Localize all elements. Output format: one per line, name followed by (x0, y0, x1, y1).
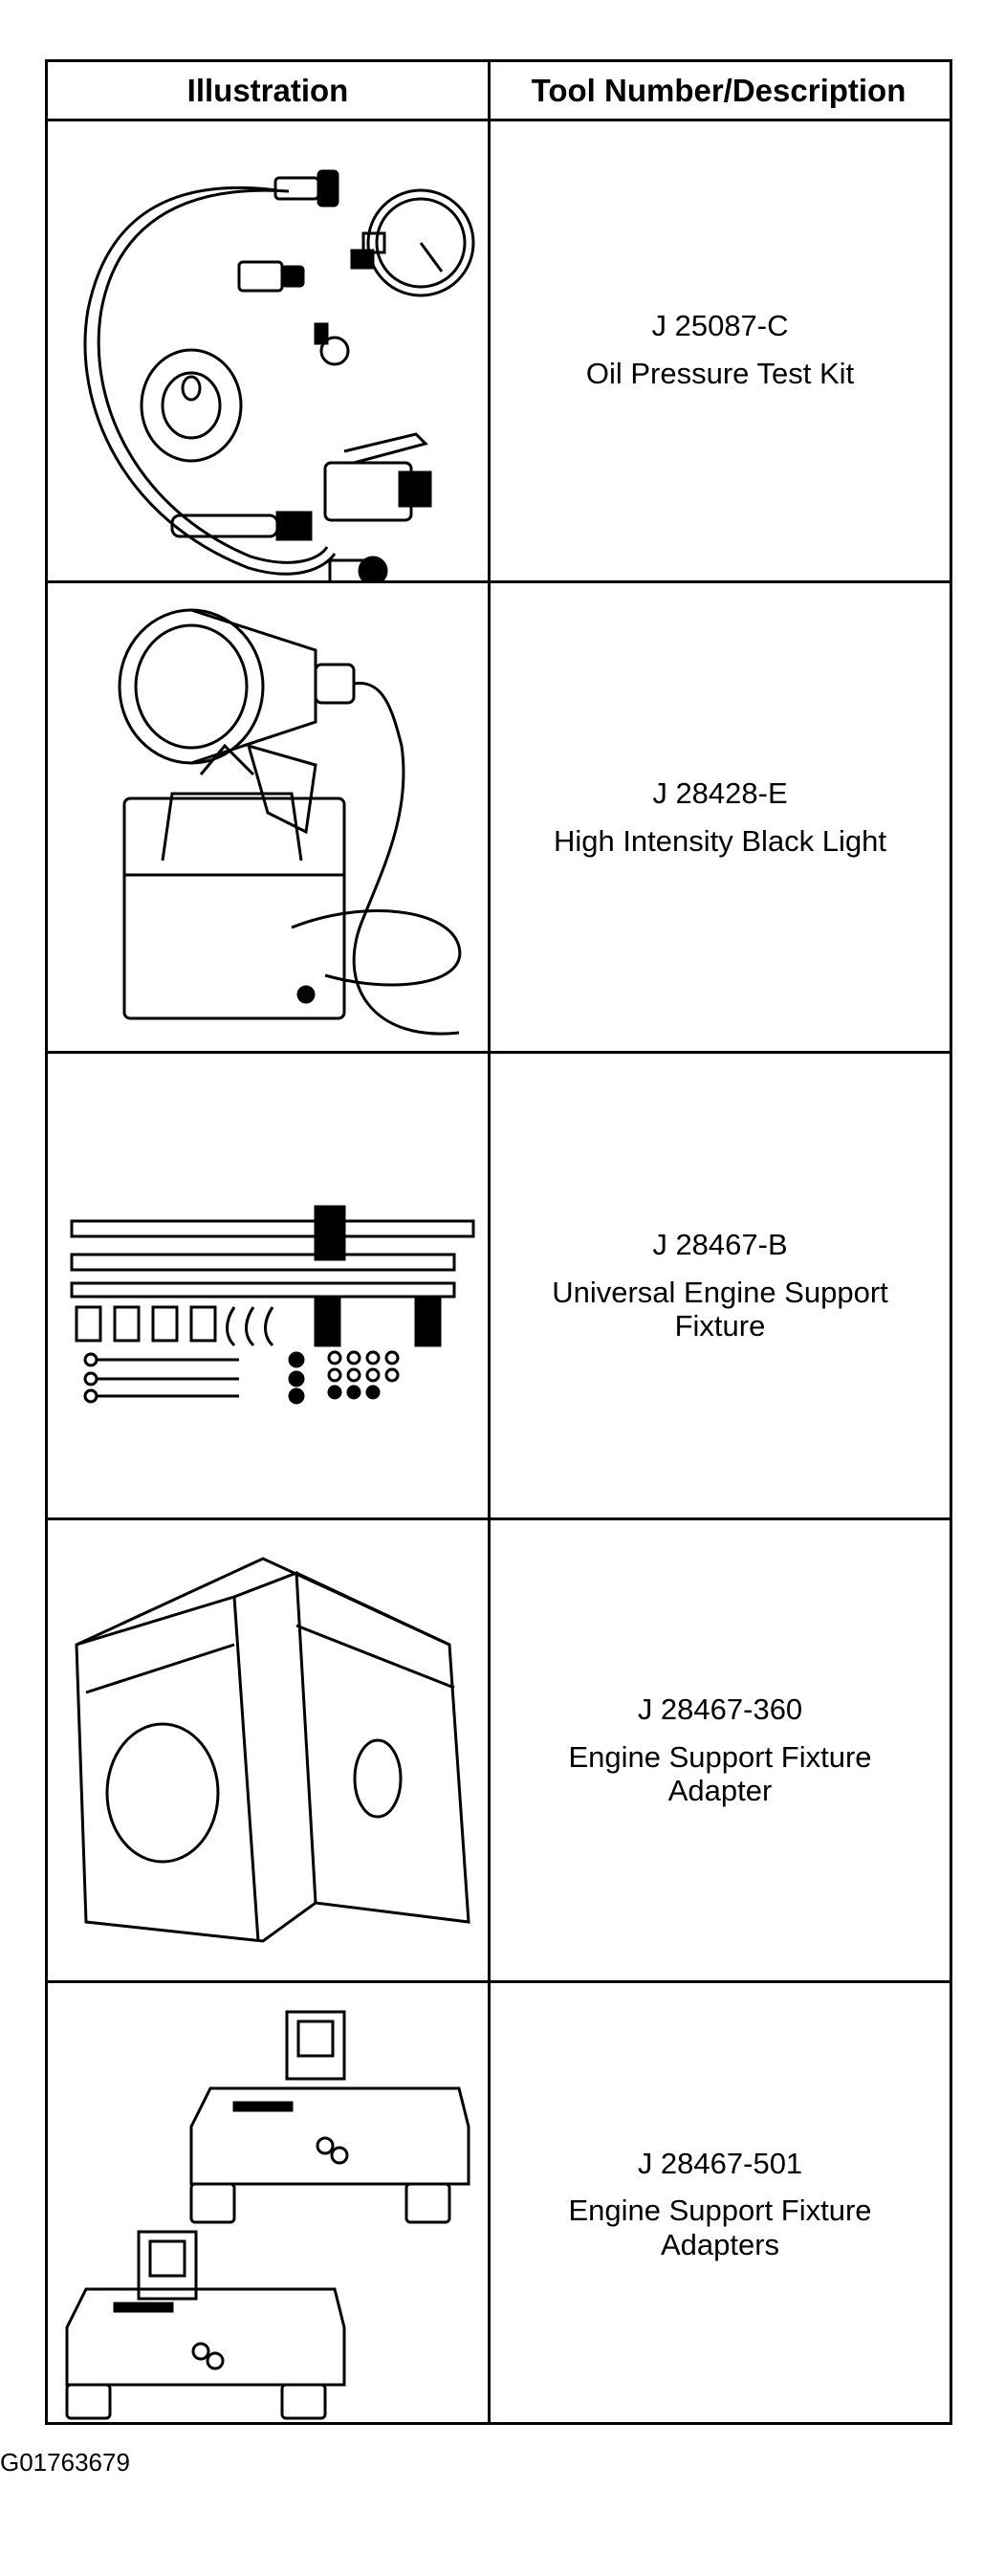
tool-name: Engine Support Fixture Adapters (568, 2194, 872, 2261)
tool-description: J 28467-501 Engine Support Fixture Adapt… (491, 1983, 950, 2425)
fixture-adapter-illustration (48, 1520, 488, 1980)
tool-number: J 28467-501 (637, 2146, 803, 2180)
tool-name: Engine Support Fixture Adapter (568, 1739, 872, 1808)
table-row: J 28428-E High Intensity Black Light (48, 583, 950, 1054)
black-light-illustration (48, 583, 488, 1051)
tool-name: Oil Pressure Test Kit (585, 356, 855, 390)
fixture-adapters-illustration (48, 1983, 488, 2425)
oil-pressure-test-kit-illustration (48, 119, 488, 583)
tool-number: J 28467-360 (637, 1692, 803, 1727)
tool-name: Universal Engine Support Fixture (552, 1275, 888, 1343)
table-row: J 28467-360 Engine Support Fixture Adapt… (48, 1520, 950, 1983)
table-header: Illustration Tool Number/Description (48, 62, 950, 121)
tool-name: High Intensity Black Light (553, 823, 887, 858)
tool-description: J 28467-360 Engine Support Fixture Adapt… (491, 1520, 950, 1980)
header-illustration: Illustration (186, 72, 349, 108)
table-row: J 28467-B Universal Engine Support Fixtu… (48, 1054, 950, 1520)
tool-description: J 28428-E High Intensity Black Light (491, 583, 950, 1051)
tool-number: J 28428-E (652, 775, 788, 810)
header-tool-number: Tool Number/Description (531, 72, 907, 108)
tool-number: J 28467-B (652, 1228, 788, 1262)
tool-description: J 28467-B Universal Engine Support Fixtu… (491, 1054, 950, 1517)
tool-table: Illustration Tool Number/Description (45, 59, 952, 2425)
tool-description: J 25087-C Oil Pressure Test Kit (491, 119, 950, 580)
table-row: J 25087-C Oil Pressure Test Kit (48, 119, 950, 583)
engine-support-fixture-illustration (48, 1054, 488, 1517)
table-row: J 28467-501 Engine Support Fixture Adapt… (48, 1983, 950, 2425)
figure-code: G01763679 (0, 2448, 130, 2477)
tool-number: J 25087-C (651, 308, 789, 342)
column-divider (488, 62, 491, 2422)
